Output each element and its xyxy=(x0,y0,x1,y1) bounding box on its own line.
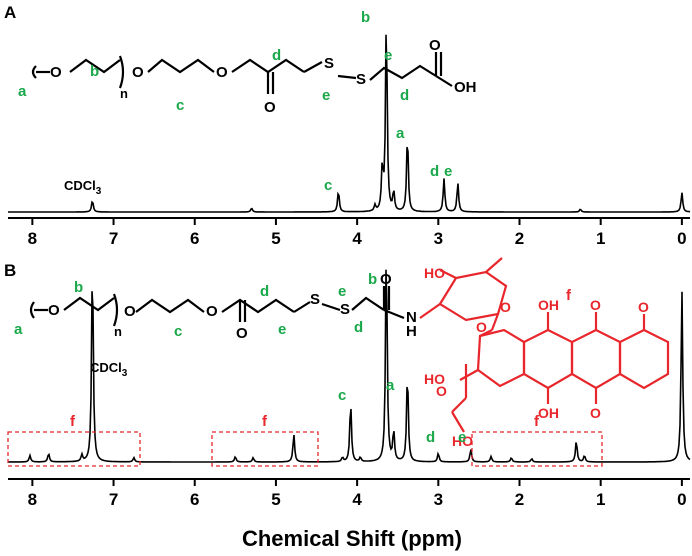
dox-ho-sugar: HO xyxy=(424,265,445,281)
label-b-struct-b: b xyxy=(74,279,83,296)
structure-peg-ss-cooh xyxy=(31,52,453,94)
dox-o-quinone-1: O xyxy=(590,297,601,313)
label-d-struct-b: d xyxy=(260,283,269,300)
solvent-label-a: CDCl3 xyxy=(64,178,102,197)
repeat-n-b: n xyxy=(114,324,122,339)
x-tick-label-0: 0 xyxy=(677,229,686,248)
label-c-struct: c xyxy=(176,97,184,114)
atom-o-b1: O xyxy=(48,302,60,319)
panel-letter-b: B xyxy=(4,261,16,280)
x-ticks-panel-a: 8 7 6 5 4 3 2 1 0 xyxy=(28,218,687,248)
peak-label-c-a: c xyxy=(324,177,332,194)
peak-label-c-b: c xyxy=(338,387,346,404)
x-tick-label-2: 2 xyxy=(515,229,524,248)
label-e-struct-b2: e xyxy=(338,283,346,300)
atom-s-1: S xyxy=(324,55,334,72)
atom-o-b-carbonyl: O xyxy=(236,325,248,342)
x-tick-label-6: 6 xyxy=(190,490,199,509)
atom-s-b1: S xyxy=(310,291,320,308)
dox-ho-side: HO xyxy=(452,433,473,449)
x-tick-label-8: 8 xyxy=(28,490,37,509)
spectrum-panel-b xyxy=(8,269,691,463)
f-region-label-1: f xyxy=(70,413,76,430)
atom-s-b2: S xyxy=(340,301,350,318)
atom-nh-h: H xyxy=(406,323,417,340)
atom-o-b3: O xyxy=(206,303,218,320)
x-tick-label-3: 3 xyxy=(434,490,443,509)
atom-o-amide: O xyxy=(380,271,392,288)
x-tick-label-5: 5 xyxy=(271,229,280,248)
label-b-struct: b xyxy=(90,63,99,80)
atom-o-2: O xyxy=(132,64,144,81)
dox-oh-1: OH xyxy=(538,297,559,313)
x-tick-label-5: 5 xyxy=(271,490,280,509)
label-d-struct: d xyxy=(272,47,281,64)
label-e-struct-b: e xyxy=(278,321,286,338)
peak-label-a-a: a xyxy=(396,125,405,142)
f-region-box-1 xyxy=(7,431,141,467)
peak-label-d-b: d xyxy=(426,429,435,446)
atom-o-carbonyl: O xyxy=(264,99,276,116)
dox-ho-c9: HO xyxy=(424,371,445,387)
x-axis-label: Chemical Shift (ppm) xyxy=(242,526,462,551)
atom-oh: OH xyxy=(454,79,477,96)
label-a-struct: a xyxy=(18,83,27,100)
x-tick-label-1: 1 xyxy=(596,490,605,509)
x-tick-label-7: 7 xyxy=(109,490,118,509)
repeat-n: n xyxy=(120,86,128,101)
x-tick-label-1: 1 xyxy=(596,229,605,248)
solvent-label-b: CDCl3 xyxy=(90,360,128,379)
x-tick-label-3: 3 xyxy=(434,229,443,248)
dox-o-glycoside: O xyxy=(476,319,487,335)
peak-label-d-a: d xyxy=(430,163,439,180)
label-a-struct-b: a xyxy=(14,321,23,338)
structure-doxorubicin xyxy=(419,257,670,433)
x-tick-label-6: 6 xyxy=(190,229,199,248)
atom-o-acid: O xyxy=(429,37,441,54)
spectrum-panel-a xyxy=(8,34,691,213)
atom-o-b2: O xyxy=(124,303,136,320)
atom-o-1: O xyxy=(50,64,62,81)
peak-label-a-b: a xyxy=(386,377,395,394)
f-region-box-3 xyxy=(471,431,603,467)
x-tick-label-7: 7 xyxy=(109,229,118,248)
dox-o-ketone: O xyxy=(436,383,447,399)
f-region-label-2: f xyxy=(262,413,268,430)
label-e-struct-2: e xyxy=(384,47,392,64)
peak-label-b-a: b xyxy=(361,9,370,26)
label-e-struct: e xyxy=(322,87,330,104)
peak-label-e-a: e xyxy=(444,163,452,180)
x-ticks-panel-b: 8 7 6 5 4 3 2 1 0 xyxy=(28,479,687,509)
atom-s-2: S xyxy=(356,71,366,88)
x-tick-label-8: 8 xyxy=(28,229,37,248)
x-tick-label-4: 4 xyxy=(352,229,362,248)
panel-letter-a: A xyxy=(4,3,16,22)
atom-nh-n: N xyxy=(406,309,417,326)
structure-peg-ss-dox xyxy=(29,286,405,327)
x-tick-label-0: 0 xyxy=(677,490,686,509)
peak-label-e-b: e xyxy=(458,429,466,446)
label-f-struct: f xyxy=(566,287,572,304)
label-d-struct-2: d xyxy=(400,87,409,104)
peak-label-b-b: b xyxy=(368,271,377,288)
f-region-box-2 xyxy=(211,431,319,467)
dox-o-ring: O xyxy=(500,299,511,315)
x-tick-label-4: 4 xyxy=(352,490,362,509)
dox-oh-2: OH xyxy=(538,405,559,421)
dox-o-methoxy: O xyxy=(638,299,649,315)
label-d-struct-b2: d xyxy=(354,319,363,336)
dox-o-quinone-2: O xyxy=(590,405,601,421)
atom-o-3: O xyxy=(216,64,228,81)
label-c-struct-b: c xyxy=(174,323,182,340)
x-tick-label-2: 2 xyxy=(515,490,524,509)
f-region-label-3: f xyxy=(534,413,540,430)
